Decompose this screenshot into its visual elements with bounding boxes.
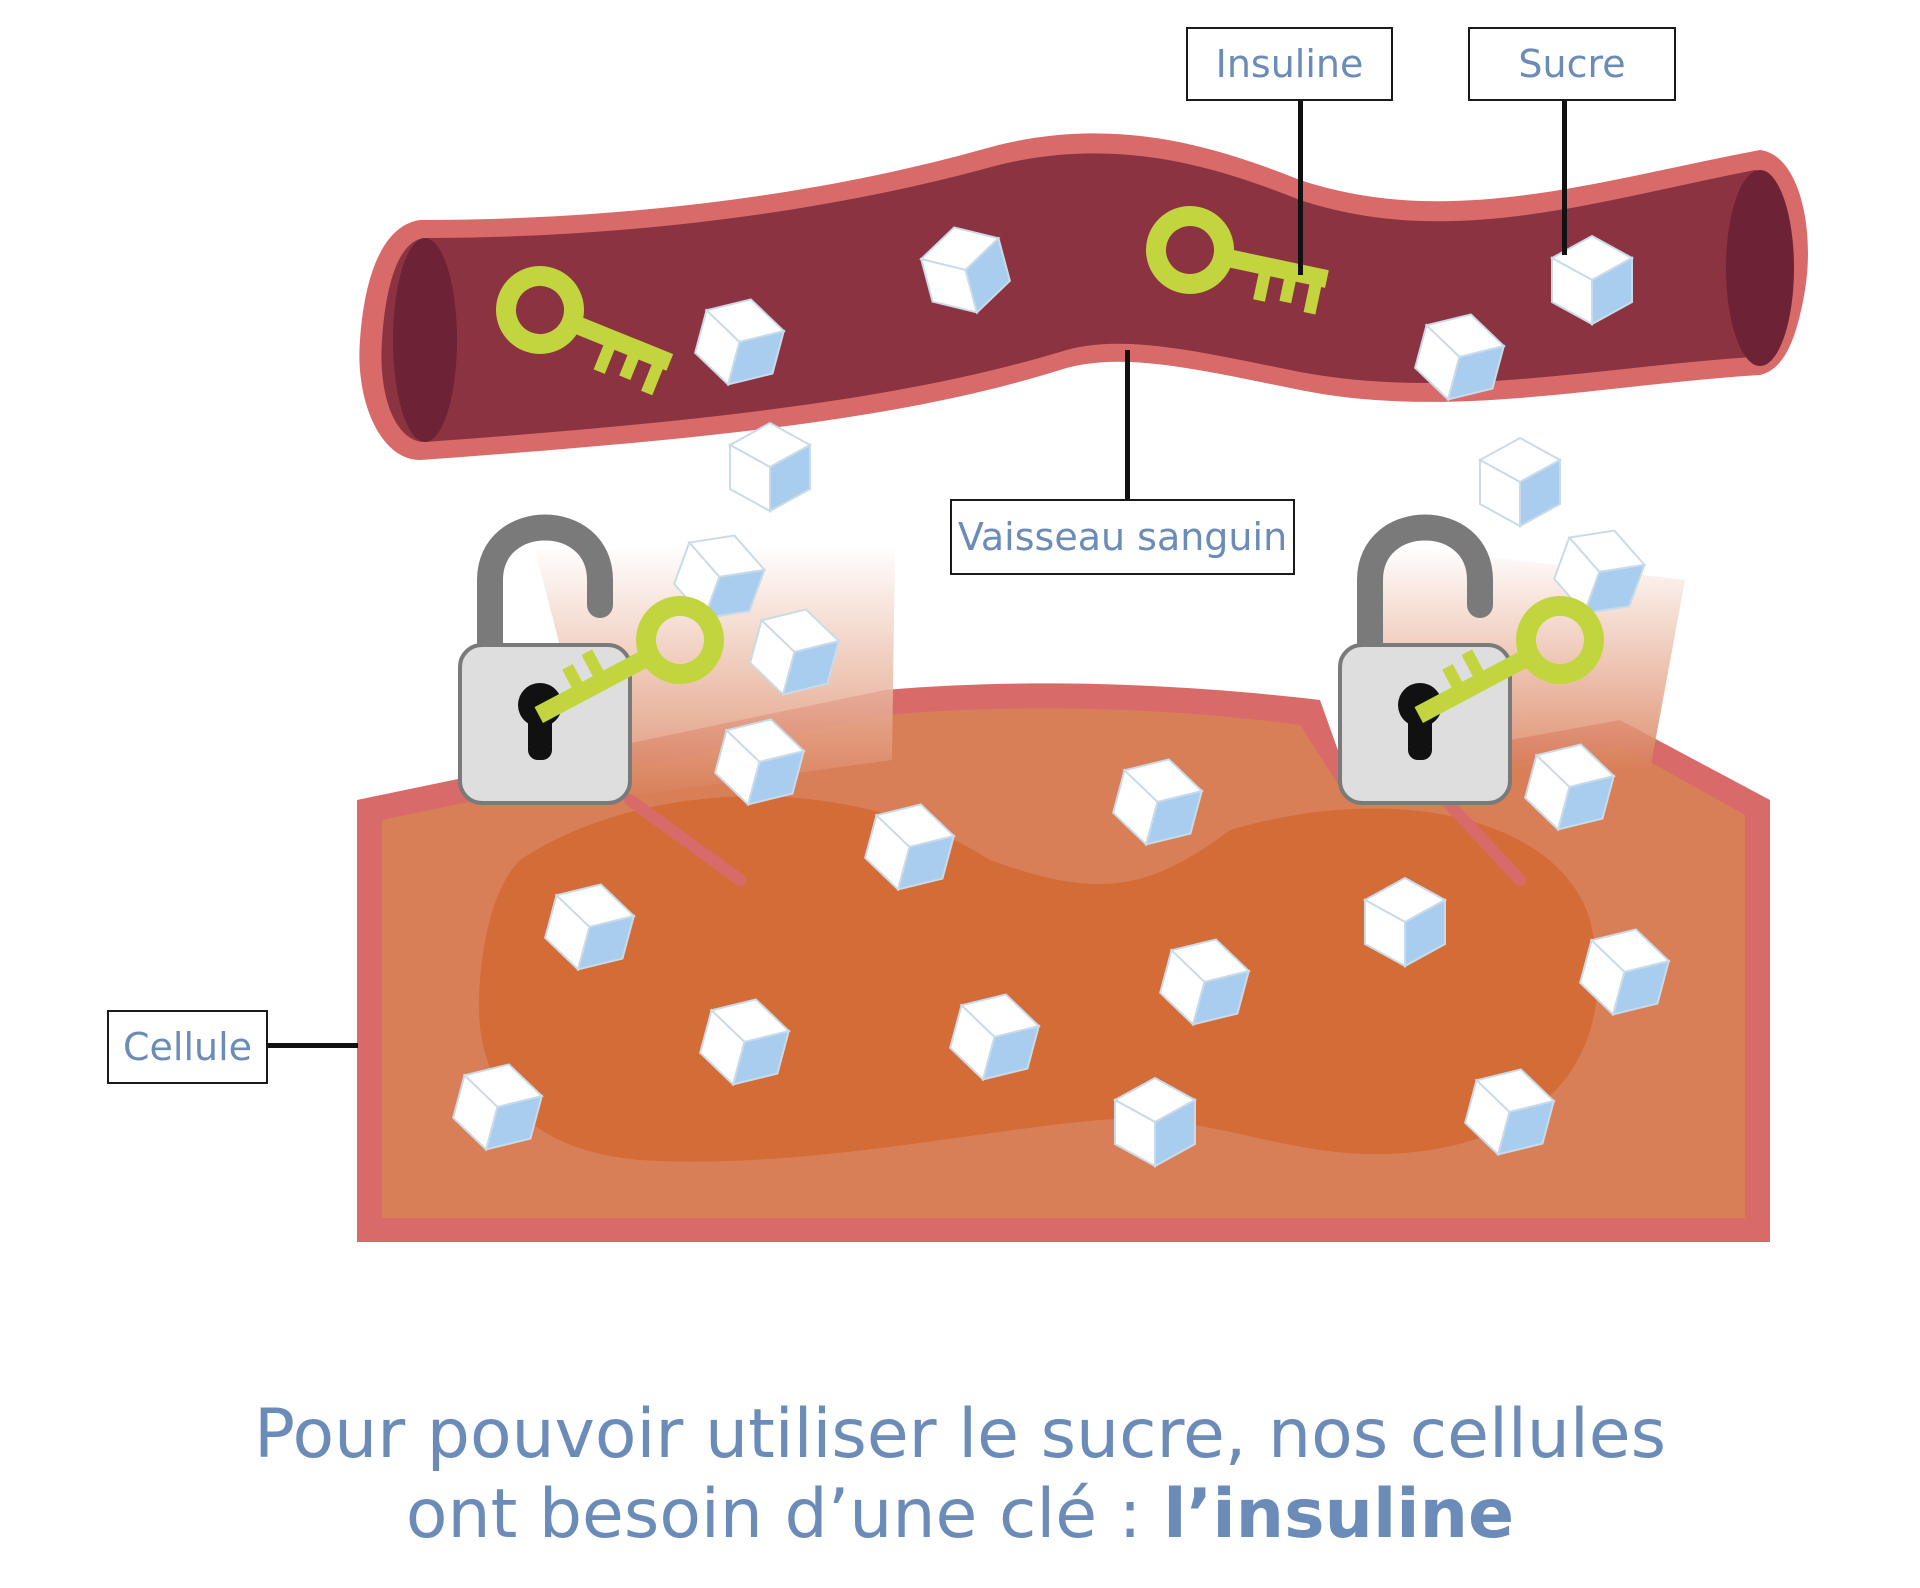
- caption: Pour pouvoir utiliser le sucre, nos cell…: [0, 1395, 1920, 1555]
- label-vaisseau-sanguin: Vaisseau sanguin: [950, 499, 1295, 575]
- sugar-cube-icon: [699, 998, 791, 1087]
- key-icon: [1146, 206, 1329, 315]
- sugar-cubes: [452, 226, 1671, 1168]
- label-sucre: Sucre: [1468, 27, 1676, 101]
- sugar-cube-icon: [1549, 234, 1635, 326]
- sugar-cube-icon: [864, 803, 956, 892]
- sugar-cube-icon: [919, 226, 1011, 315]
- sucre-leader: [1562, 100, 1567, 255]
- key-icon: [496, 266, 674, 396]
- key-icon: [534, 596, 724, 724]
- sugar-cube-icon: [544, 883, 636, 972]
- sugar-cube-icon: [1553, 529, 1647, 616]
- label-insuline: Insuline: [1186, 27, 1393, 101]
- insuline-leader: [1298, 100, 1303, 275]
- caption-emphasis: l’insuline: [1163, 1475, 1515, 1554]
- sugar-cube-icon: [1159, 938, 1251, 1027]
- sugar-cube-icon: [1112, 758, 1204, 847]
- sugar-cube-icon: [1112, 1076, 1198, 1168]
- sugar-cube-icon: [694, 298, 786, 387]
- receptor-stem-right: [1444, 799, 1526, 886]
- sugar-cube-icon: [1477, 436, 1563, 528]
- caption-line-2-prefix: ont besoin d’une clé :: [405, 1475, 1164, 1554]
- sugar-cube-icon: [1524, 743, 1616, 832]
- sugar-cube-icon: [452, 1063, 544, 1152]
- sugar-cube-icon: [727, 421, 813, 513]
- vaisseau-leader: [1125, 350, 1130, 500]
- sugar-cube-icon: [1414, 313, 1506, 402]
- cellule-leader: [268, 1043, 358, 1048]
- vessel-opening-left: [393, 238, 457, 442]
- vessel-opening-right: [1726, 170, 1794, 366]
- sugar-cube-icon: [1464, 1068, 1556, 1157]
- sugar-cube-icon: [1362, 876, 1448, 968]
- sugar-cube-icon: [1579, 928, 1671, 1017]
- sugar-cube-icon: [673, 534, 767, 621]
- label-cellule: Cellule: [107, 1010, 268, 1084]
- sugar-cube-icon: [714, 718, 806, 807]
- caption-line-1: Pour pouvoir utiliser le sucre, nos cell…: [253, 1395, 1667, 1474]
- key-icon: [1414, 596, 1604, 724]
- sugar-cube-icon: [949, 993, 1041, 1082]
- caption-line-2: ont besoin d’une clé : l’insuline: [0, 1475, 1920, 1555]
- receptor-stem-left: [624, 794, 746, 886]
- sugar-cube-icon: [749, 608, 841, 697]
